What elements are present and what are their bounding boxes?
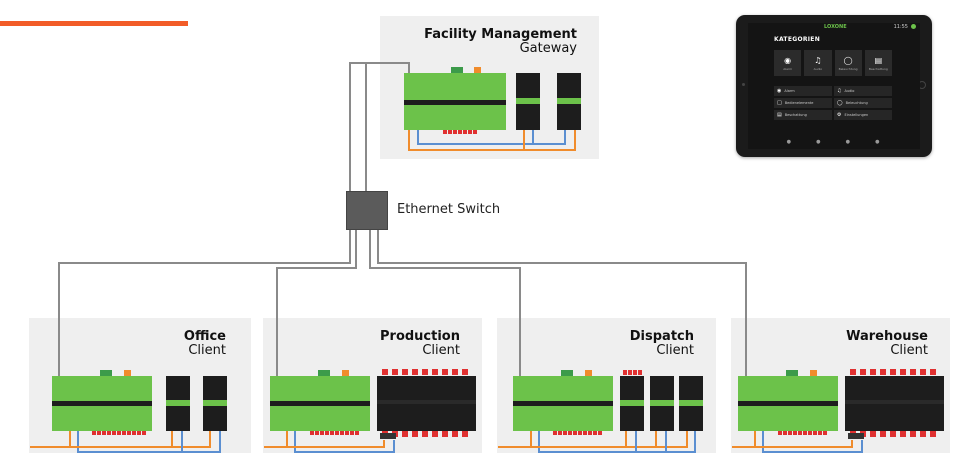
dispatch-cable bbox=[369, 228, 521, 376]
alarm-icon: ◉ bbox=[777, 88, 782, 94]
alarm-icon: ◉ bbox=[784, 55, 792, 65]
dispatch-title-sub: Client bbox=[656, 343, 694, 358]
list-item-label: Audio bbox=[844, 89, 855, 93]
shade-icon: ▤ bbox=[777, 112, 782, 118]
tablet-nav: ● ● ● ● bbox=[774, 139, 892, 145]
warehouse-title-sub: Client bbox=[890, 343, 928, 358]
dispatch-title: Dispatch Client bbox=[497, 330, 694, 358]
camera-icon bbox=[742, 83, 745, 86]
tile-label: Beleuchtung bbox=[838, 66, 858, 71]
gear-icon: ⚙ bbox=[837, 112, 842, 118]
gateway-title-sub: Gateway bbox=[519, 41, 577, 56]
music-icon: ♫ bbox=[814, 55, 822, 65]
list-item-label: Einstellungen bbox=[844, 113, 869, 117]
office-cable bbox=[58, 228, 351, 376]
tile-audio[interactable]: ♫Audio bbox=[804, 50, 832, 76]
list-item-label: Alarm bbox=[784, 89, 795, 93]
list-item-label: Beleuchtung bbox=[845, 101, 868, 105]
gateway-cable bbox=[349, 62, 366, 191]
tile-lighting[interactable]: ◯Beleuchtung bbox=[834, 50, 862, 76]
accent-bar bbox=[0, 21, 188, 26]
bulb-icon: ◯ bbox=[843, 55, 853, 65]
tablet-device: LOXONE 11:55 KATEGORIEN ◉Alarm ♫Audio ◯B… bbox=[736, 15, 932, 157]
warehouse-title: Warehouse Client bbox=[731, 330, 928, 358]
nav-home-icon[interactable]: ● bbox=[786, 139, 791, 145]
dispatch-devices bbox=[498, 370, 703, 453]
list-item[interactable]: ◯Beleuchtung bbox=[834, 98, 892, 108]
production-title-sub: Client bbox=[422, 343, 460, 358]
bulb-icon: ◯ bbox=[837, 100, 843, 106]
tile-alarm[interactable]: ◉Alarm bbox=[774, 50, 802, 76]
dispatch-title-main: Dispatch bbox=[629, 329, 694, 344]
music-icon: ♫ bbox=[837, 88, 842, 94]
list-item-label: Beschattung bbox=[784, 113, 807, 117]
ethernet-switch-label: Ethernet Switch bbox=[397, 202, 501, 217]
list-item[interactable]: ▤Beschattung bbox=[774, 110, 832, 120]
list-item-label: Bedienelemente bbox=[784, 101, 814, 105]
office-title-sub: Client bbox=[188, 343, 226, 358]
list-item[interactable]: ⚙Einstellungen bbox=[834, 110, 892, 120]
nav-room-icon[interactable]: ● bbox=[816, 139, 821, 145]
tile-shading[interactable]: ▤Beschattung bbox=[864, 50, 892, 76]
list-item[interactable]: □Bedienelemente bbox=[774, 98, 832, 108]
gateway-title: Facility Management Gateway bbox=[380, 28, 577, 56]
tile-label: Audio bbox=[813, 66, 823, 71]
status-dot-icon bbox=[911, 24, 916, 29]
app-logo: LOXONE bbox=[824, 24, 847, 30]
status-time: 11:55 bbox=[893, 24, 908, 30]
list-item[interactable]: ◉Alarm bbox=[774, 86, 832, 96]
doc-icon: □ bbox=[777, 100, 782, 106]
warehouse-cable bbox=[377, 228, 747, 376]
production-title-main: Production bbox=[380, 329, 460, 344]
category-tiles: ◉Alarm ♫Audio ◯Beleuchtung ▤Beschattung bbox=[774, 50, 892, 76]
production-cable bbox=[276, 228, 357, 376]
office-title-main: Office bbox=[183, 329, 226, 344]
nav-menu-icon[interactable]: ● bbox=[875, 139, 880, 145]
gateway-title-main: Facility Management bbox=[424, 27, 577, 42]
tile-label: Beschattung bbox=[868, 66, 888, 71]
office-title: Office Client bbox=[29, 330, 226, 358]
tablet-screen: LOXONE 11:55 KATEGORIEN ◉Alarm ♫Audio ◯B… bbox=[748, 23, 920, 149]
nav-category-icon[interactable]: ● bbox=[845, 139, 850, 145]
production-title: Production Client bbox=[263, 330, 460, 358]
list-item[interactable]: ♫Audio bbox=[834, 86, 892, 96]
shade-icon: ▤ bbox=[874, 55, 883, 65]
production-devices bbox=[264, 369, 476, 453]
tile-label: Alarm bbox=[783, 66, 793, 71]
office-devices bbox=[30, 370, 227, 453]
gateway-devices bbox=[404, 67, 581, 151]
categories-heading: KATEGORIEN bbox=[774, 36, 821, 43]
ethernet-cables bbox=[58, 62, 747, 376]
category-list: ◉Alarm ♫Audio □Bedienelemente ◯Beleuchtu… bbox=[774, 86, 892, 120]
warehouse-devices bbox=[732, 369, 944, 453]
ethernet-switch bbox=[346, 191, 388, 230]
warehouse-title-main: Warehouse bbox=[846, 329, 928, 344]
